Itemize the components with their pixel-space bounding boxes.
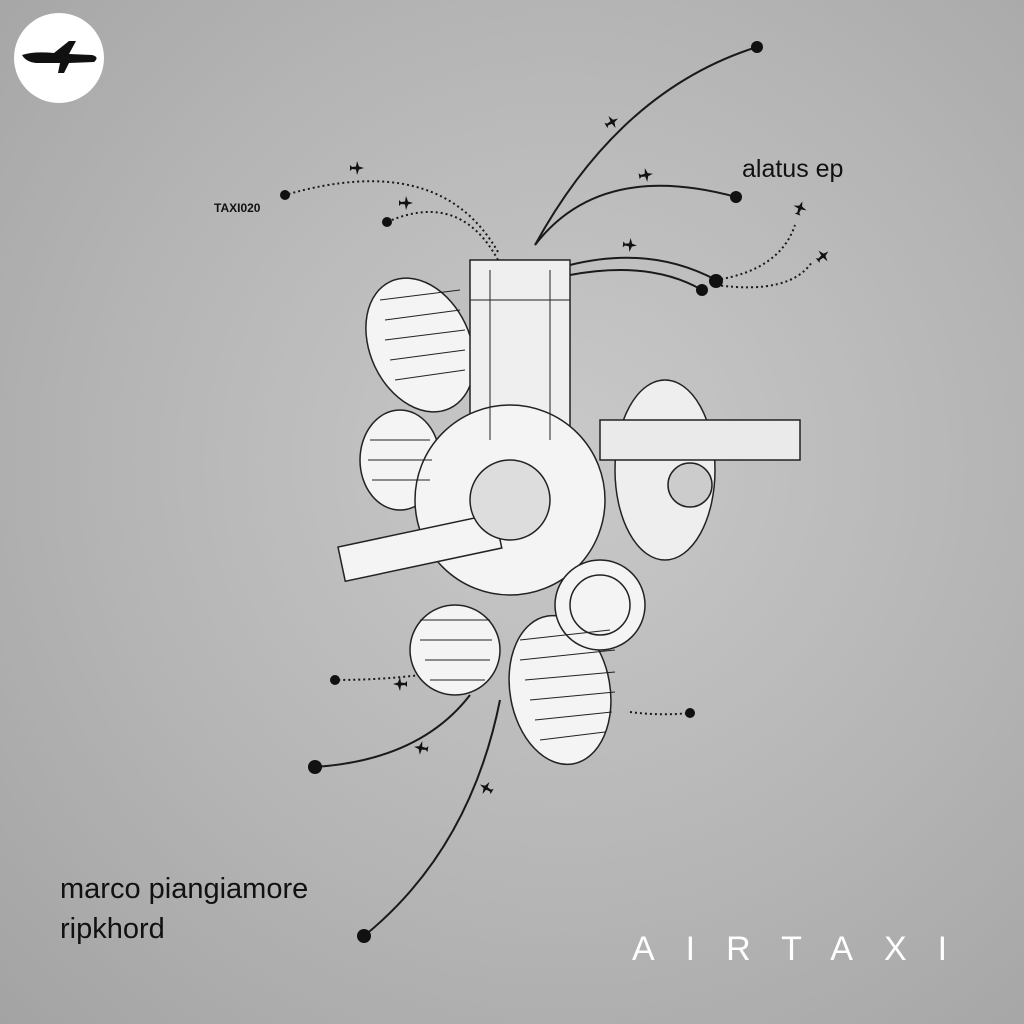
airplane-icon: [22, 41, 97, 73]
artist-name: ripkhord: [60, 913, 165, 945]
artist-name: marco piangiamore: [60, 873, 309, 905]
release-title: alatus ep: [742, 155, 844, 183]
label-name: AIRTAXI: [632, 930, 979, 968]
label-logo: [14, 13, 104, 103]
path-endpoints: [280, 41, 763, 943]
catalog-number: TAXI020: [214, 201, 261, 215]
flight-paths: [284, 46, 813, 937]
radial-engine-illustration: [337, 259, 801, 766]
